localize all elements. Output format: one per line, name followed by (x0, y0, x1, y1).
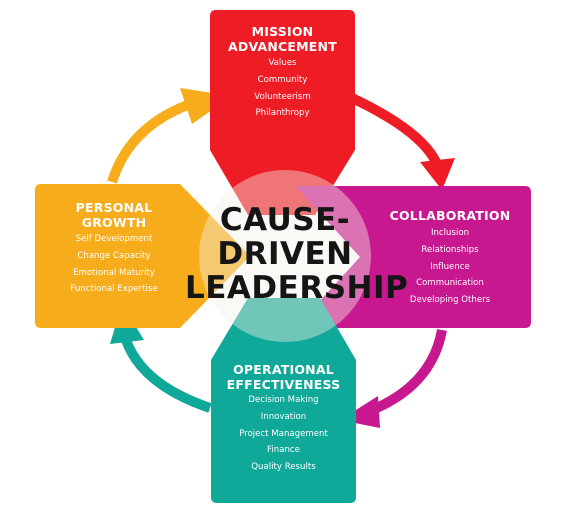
collaboration-title-line-1: COLLABORATION (389, 208, 511, 223)
mission-title-line-2: ADVANCEMENT (228, 39, 337, 54)
arrow-mission-to-collaboration (349, 93, 441, 165)
operational-box (211, 298, 356, 503)
operational-title-line-1: OPERATIONAL (233, 362, 334, 377)
collaboration-title: COLLABORATION (372, 208, 528, 223)
operational-title: OPERATIONAL EFFECTIVENESS (211, 362, 356, 392)
arrow-personal-to-mission (107, 97, 198, 184)
operational-list: Decision Making Innovation Project Manag… (211, 392, 356, 476)
collaboration-box (295, 186, 531, 328)
collaboration-item: Developing Others (409, 295, 491, 306)
collaboration-item: Inclusion (430, 228, 470, 238)
personal-list: Self Development Change Capacity Emotion… (40, 231, 188, 298)
arrowhead-collaboration (420, 158, 455, 190)
collaboration-item: Relationships (421, 244, 479, 255)
arrow-collaboration-to-operational (370, 328, 447, 415)
personal-title-line-1: PERSONAL (75, 200, 153, 215)
mission-title-line-1: MISSION (251, 24, 314, 39)
mission-item: Volunteerism (254, 91, 311, 102)
personal-box (35, 184, 250, 328)
mission-item: Values (268, 58, 297, 68)
mission-title: MISSION ADVANCEMENT (210, 24, 355, 54)
operational-item: Quality Results (251, 462, 316, 473)
personal-title: PERSONAL GROWTH (40, 200, 188, 230)
operational-item: Finance (267, 445, 300, 456)
center-circle (199, 170, 371, 342)
personal-item: Functional Expertise (70, 284, 158, 295)
arrow-operational-to-personal (121, 338, 212, 413)
operational-title-line-2: EFFECTIVENESS (226, 377, 341, 392)
operational-item: Decision Making (248, 395, 319, 405)
collaboration-list: Inclusion Relationships Influence Commun… (372, 225, 528, 309)
operational-item: Innovation (260, 411, 307, 422)
personal-item: Change Capacity (77, 250, 151, 261)
mission-list: Values Community Volunteerism Philanthro… (210, 55, 355, 122)
mission-item: Community (257, 74, 308, 85)
collaboration-item: Influence (430, 261, 470, 272)
mission-box (210, 10, 355, 215)
personal-title-line-2: GROWTH (81, 215, 147, 230)
center-title: CAUSE- DRIVEN LEADERSHIP (185, 202, 409, 306)
operational-item: Project Management (239, 428, 328, 439)
center-title-line-1: CAUSE- (219, 202, 351, 238)
collaboration-item: Communication (416, 278, 484, 289)
center-title-line-2: DRIVEN (217, 236, 353, 272)
center-title-line-3: LEADERSHIP (185, 270, 409, 306)
personal-item: Self Development (75, 234, 153, 244)
personal-item: Emotional Maturity (73, 267, 155, 278)
mission-item: Philanthropy (255, 108, 310, 119)
